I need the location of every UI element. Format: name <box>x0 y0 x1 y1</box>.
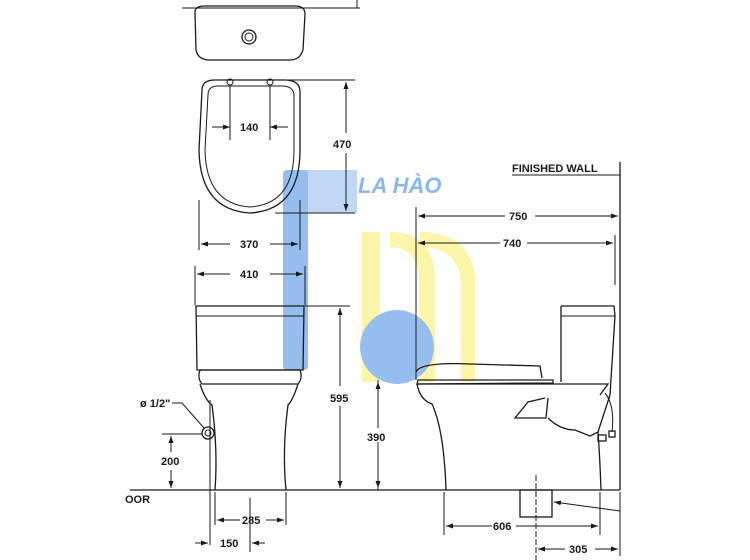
dim-606: 606 <box>493 521 511 533</box>
dim-200: 200 <box>161 456 179 468</box>
dim-750: 750 <box>509 211 527 223</box>
dim-140: 140 <box>240 122 258 134</box>
dim-740: 740 <box>503 238 521 250</box>
dim-470: 470 <box>333 139 351 151</box>
dim-305: 305 <box>569 544 587 556</box>
dim-595: 595 <box>330 393 348 405</box>
pipe-label: ø 1/2" <box>140 398 170 410</box>
la-hao-logo: LA HÀO <box>283 170 475 384</box>
finished-wall-label: FINISHED WALL <box>512 163 598 175</box>
top-view: 140 470 370 <box>182 0 360 251</box>
floor-label: OOR <box>125 494 150 506</box>
dim-390: 390 <box>367 432 385 444</box>
front-view: 410 ø 1/2" 200 595 285 150 <box>140 266 350 552</box>
side-view: 390 FINISHED WALL 750 740 606 305 <box>366 162 621 560</box>
logo-text: LA HÀO <box>358 173 442 198</box>
dim-370: 370 <box>240 239 258 251</box>
dim-285: 285 <box>242 515 260 527</box>
dim-150: 150 <box>220 538 238 550</box>
dim-410: 410 <box>240 269 258 281</box>
